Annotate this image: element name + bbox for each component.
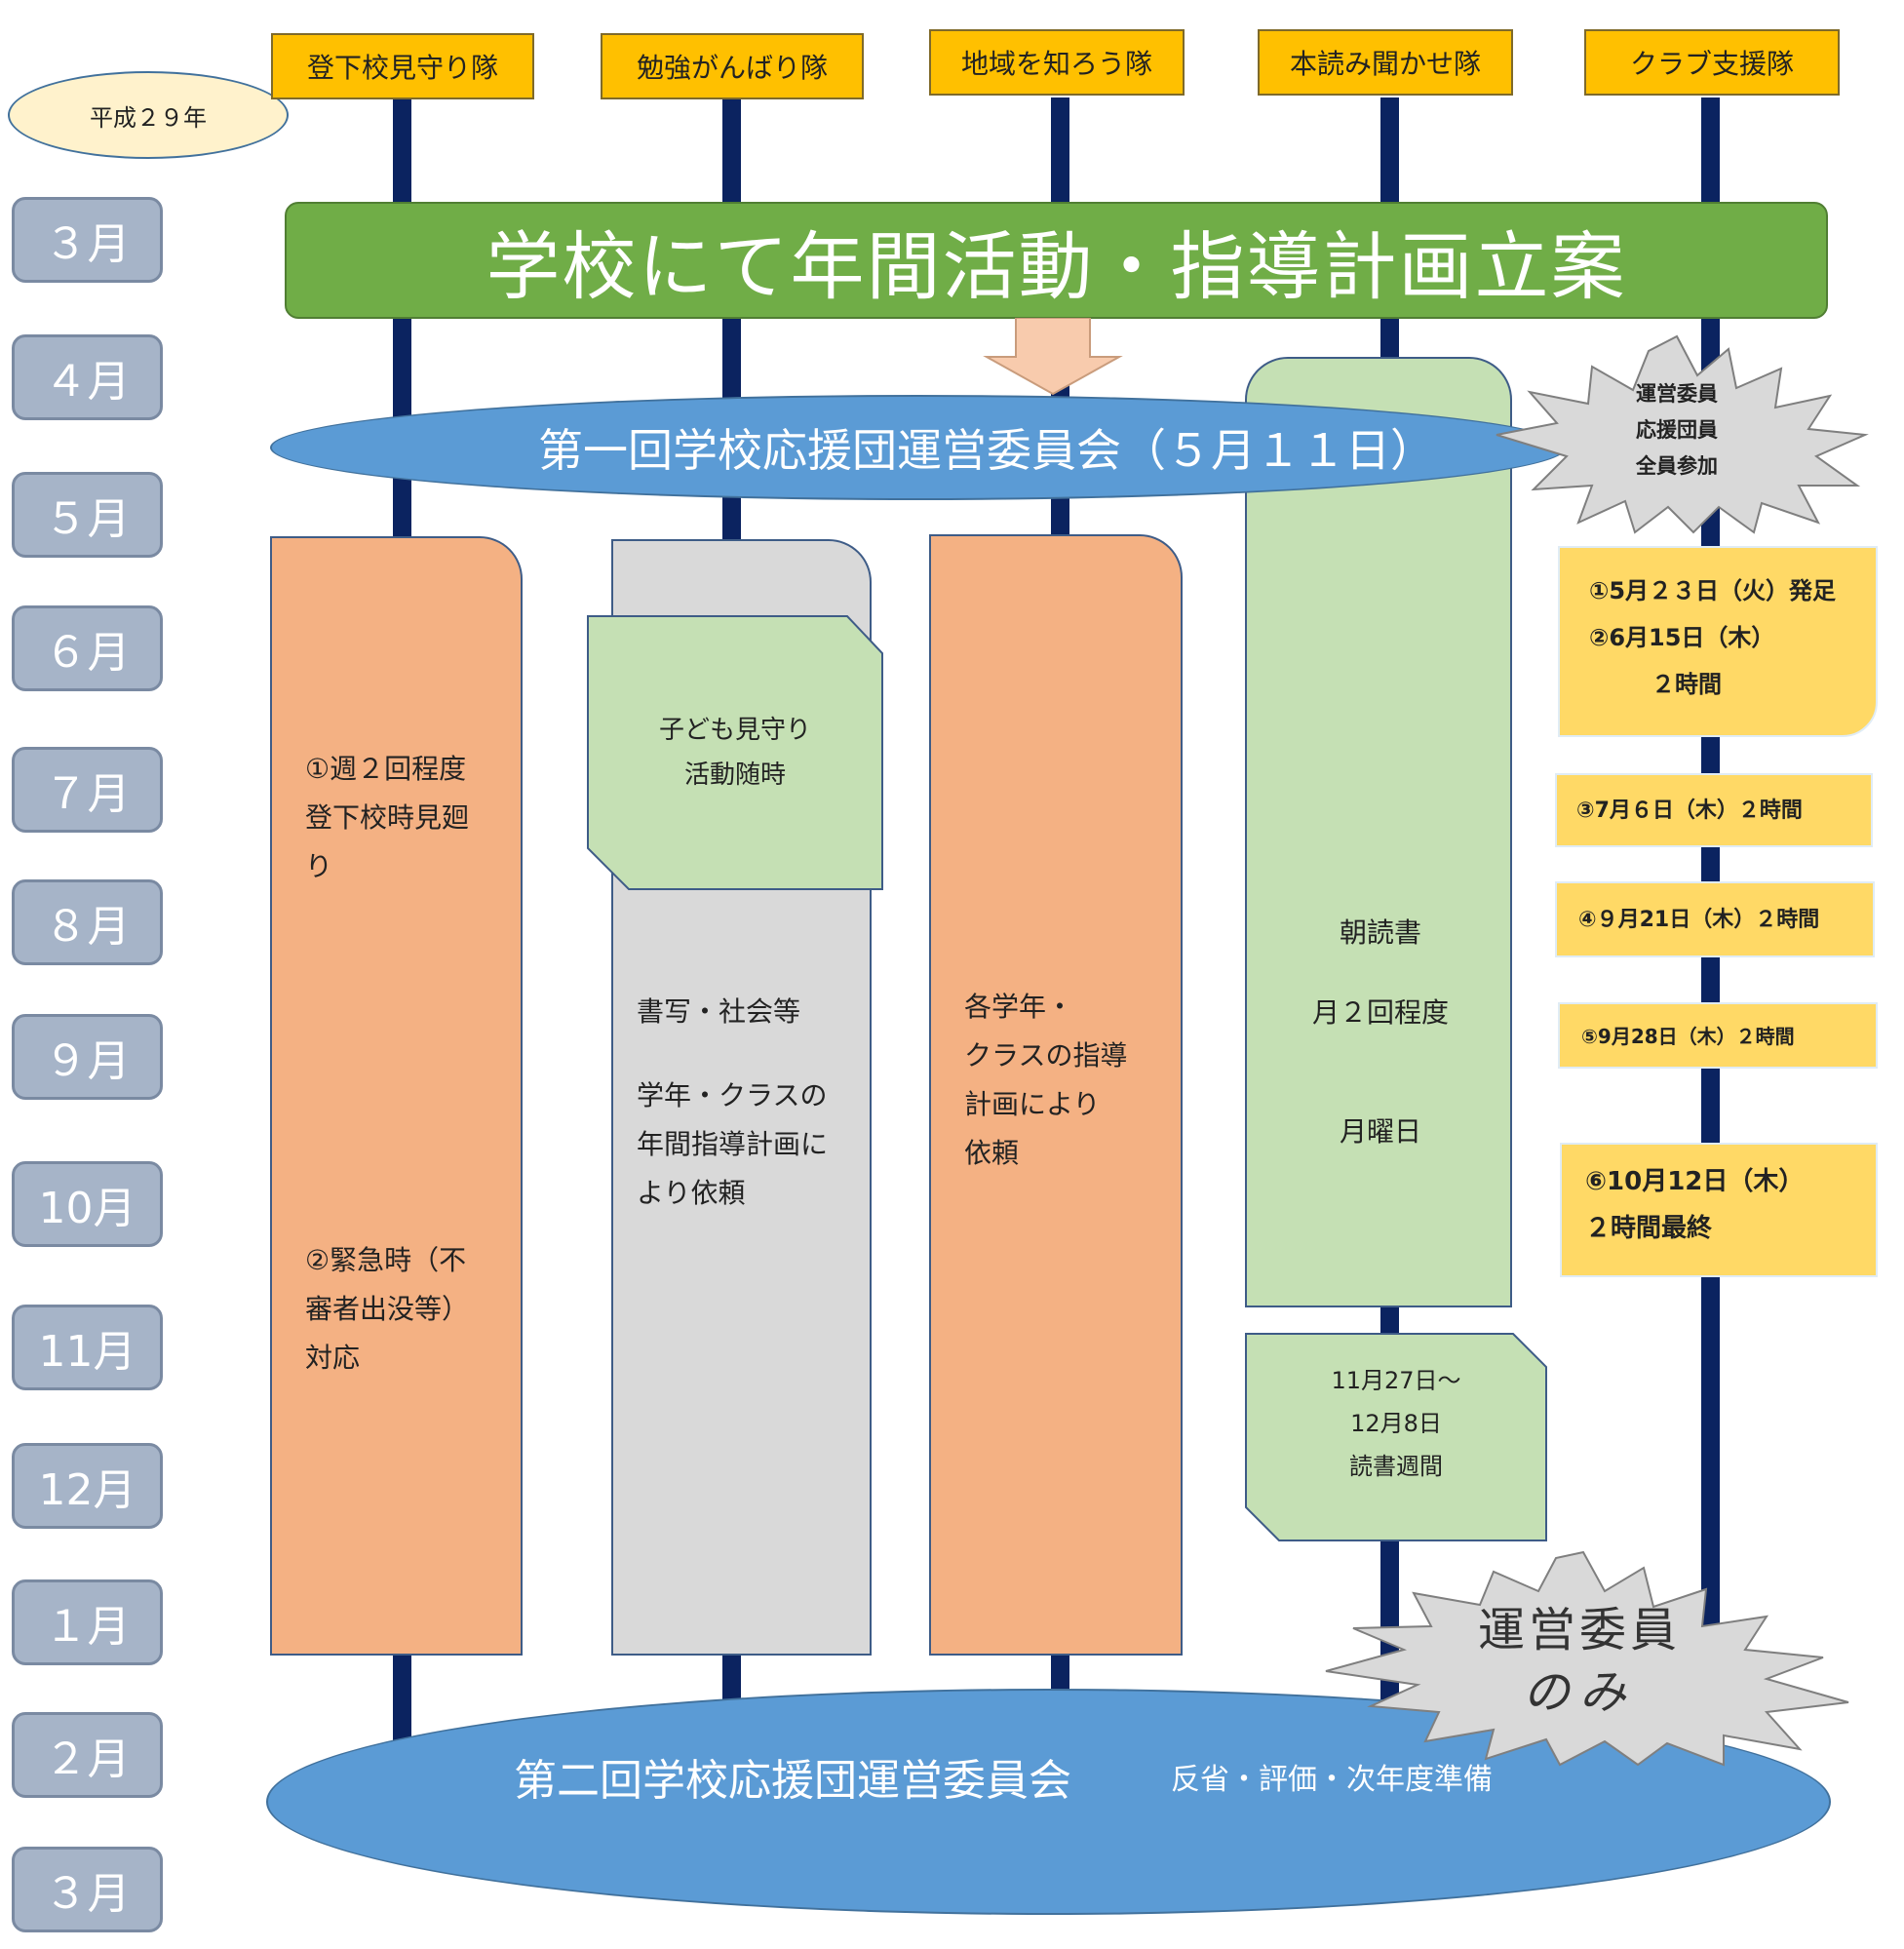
club-schedule-5: ⑥10月12日（木） ２時間最終 [1560, 1143, 1878, 1277]
club-schedule-1: ①5月２３日（火）発足 ②6月15日（木） ２時間 [1558, 546, 1878, 737]
first-meeting-text: 第一回学校応援団運営委員会（５月１１日） [538, 424, 1435, 477]
all-members-text: 運営委員 応援団員 全員参加 [1636, 382, 1718, 478]
planning-banner: 学校にて年間活動・指導計画立案 [285, 202, 1828, 319]
patrol-text-5: 審者出没等） [305, 1293, 470, 1325]
month-label: 11月 [12, 1305, 163, 1390]
study-text-2: 学年・クラスの [637, 1079, 828, 1111]
study-text-3: 年間指導計画に [637, 1128, 829, 1160]
reading-text-3: 月曜日 [1339, 1115, 1421, 1148]
second-meeting-subtext: 反省・評価・次年度準備 [1171, 1763, 1493, 1797]
study-text-1: 書写・社会等 [637, 995, 801, 1028]
month-label: ４月 [12, 334, 163, 420]
second-meeting-text: 第二回学校応援団運営委員会 [514, 1756, 1071, 1806]
team-header-3: 地域を知ろう隊 [929, 29, 1185, 96]
watch-note [587, 615, 883, 890]
club-schedule-4: ⑤9月28日（木）２時間 [1558, 1002, 1878, 1069]
team-header-1: 登下校見守り隊 [271, 33, 534, 99]
committee-only-text: 運営委員 のみ [1477, 1603, 1681, 1720]
planning-banner-text: 学校にて年間活動・指導計画立案 [486, 223, 1627, 310]
community-text-1: 各学年・ [964, 991, 1074, 1023]
team-header-4: 本読み聞かせ隊 [1258, 29, 1513, 96]
patrol-text-4: ②緊急時（不 [305, 1244, 467, 1276]
patrol-text-2: 登下校時見廻 [305, 801, 470, 834]
study-text-4: より依頼 [637, 1177, 746, 1209]
team-header-label: クラブ支援隊 [1629, 48, 1794, 80]
month-label: ３月 [12, 1847, 163, 1932]
month-label: ３月 [12, 197, 163, 283]
reading-column: 朝読書 月２回程度 月曜日 [1245, 357, 1512, 1307]
month-label: ８月 [12, 879, 163, 965]
team-header-2: 勉強がんばり隊 [601, 33, 864, 99]
down-arrow-icon [983, 318, 1123, 396]
patrol-column: ①週２回程度 登下校時見廻 り ②緊急時（不 審者出没等） 対応 [270, 536, 523, 1656]
committee-only-starburst [1325, 1550, 1849, 1767]
team-header-label: 地域を知ろう隊 [960, 48, 1152, 80]
reading-week-text: 11月27日～ 12月8日 読書週間 [1331, 1367, 1461, 1480]
team-header-label: 本読み聞かせ隊 [1289, 48, 1481, 80]
month-label: ５月 [12, 472, 163, 558]
month-label: ７月 [12, 747, 163, 833]
reading-text-2: 月２回程度 [1311, 996, 1449, 1029]
watch-note-text: 子ども見守り 活動随時 [658, 716, 811, 790]
reading-text-1: 朝読書 [1339, 916, 1421, 949]
reading-week-note [1245, 1333, 1547, 1541]
month-label: １月 [12, 1579, 163, 1665]
team-header-label: 登下校見守り隊 [306, 52, 498, 84]
patrol-text-3: り [305, 850, 333, 882]
patrol-text-6: 対応 [305, 1342, 361, 1374]
month-label: 10月 [12, 1161, 163, 1247]
all-members-starburst [1496, 334, 1869, 534]
month-label: 12月 [12, 1443, 163, 1529]
month-label: ９月 [12, 1014, 163, 1100]
first-meeting: 第一回学校応援団運営委員会（５月１１日） [270, 395, 1567, 500]
club-schedule-3: ④９月21日（木）２時間 [1555, 881, 1875, 957]
year-label: 平成２９年 [8, 71, 289, 159]
community-text-3: 計画により [964, 1088, 1101, 1120]
patrol-text-1: ①週２回程度 [305, 753, 467, 785]
month-label: ６月 [12, 605, 163, 691]
community-text-4: 依頼 [964, 1137, 1020, 1169]
month-label: ２月 [12, 1712, 163, 1798]
community-text-2: クラスの指導 [964, 1039, 1128, 1072]
club-schedule-2: ③7月６日（木）２時間 [1555, 773, 1873, 847]
year-text: 平成２９年 [90, 103, 207, 132]
team-header-5: クラブ支援隊 [1584, 29, 1840, 96]
community-column: 各学年・ クラスの指導 計画により 依頼 [929, 534, 1183, 1656]
team-header-label: 勉強がんばり隊 [636, 52, 828, 84]
